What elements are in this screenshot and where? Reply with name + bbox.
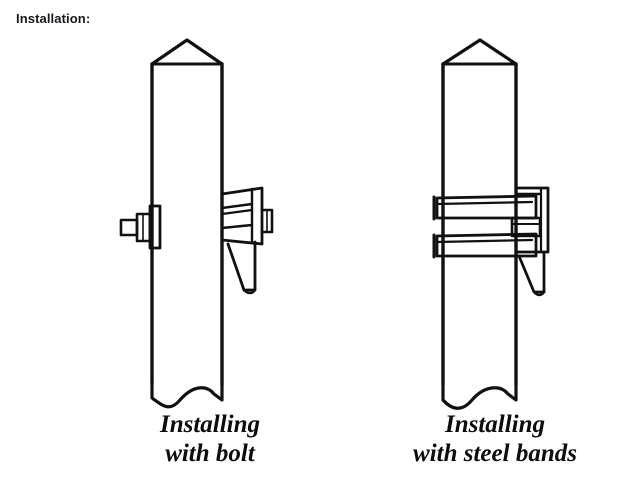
page-title: Installation: bbox=[16, 11, 91, 26]
pole-cap-left bbox=[150, 38, 224, 66]
bracket-rib-lower-left bbox=[220, 223, 254, 230]
steel-band-upper-edge bbox=[435, 200, 534, 206]
diagram-install-with-steel-bands bbox=[432, 38, 550, 410]
support-arm-tip-left bbox=[242, 288, 257, 295]
bracket-rib-upper2-left bbox=[220, 208, 254, 216]
pole-cap-right bbox=[441, 38, 518, 66]
bracket-tab-left bbox=[260, 208, 274, 234]
steel-band-lower-edge bbox=[435, 238, 534, 244]
pole-break-line-right bbox=[441, 382, 518, 410]
steel-band-lower bbox=[435, 232, 538, 258]
installation-diagram-svg bbox=[0, 28, 620, 496]
bolt-mounting-plate bbox=[148, 204, 162, 250]
caption-install-with-bolt: Installing with bolt bbox=[159, 411, 261, 467]
mounting-bracket-body-right bbox=[514, 186, 550, 254]
support-arm-right bbox=[517, 252, 546, 294]
pole-break-line-left bbox=[150, 382, 224, 409]
bracket-rib-upper-left bbox=[220, 202, 254, 210]
support-arm-left bbox=[226, 240, 257, 292]
illustration-canvas bbox=[0, 28, 620, 496]
mounting-bracket-body-left bbox=[220, 186, 264, 246]
caption-install-with-steel-bands: Installing with steel bands bbox=[413, 411, 577, 467]
support-arm-tip-right bbox=[532, 290, 546, 297]
diagram-install-with-bolt bbox=[119, 38, 274, 409]
